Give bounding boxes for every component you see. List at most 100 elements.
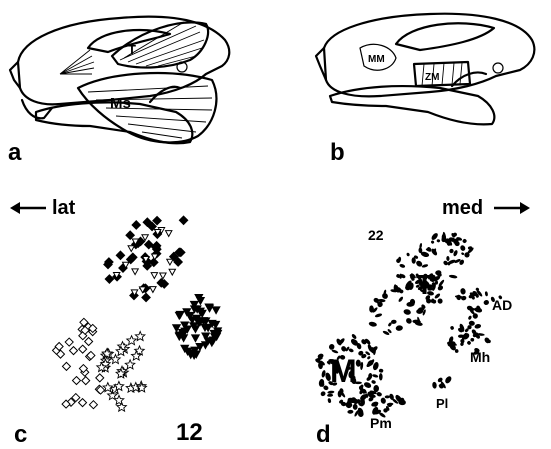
motoneuron-dot [449,248,455,254]
motoneuron-dot [327,390,334,394]
motoneuron-dot [473,313,478,318]
filled-diamond-marker [105,275,113,283]
panel-d: med 22 T AD M Mh Pl Pm d [314,197,530,448]
label-T: T [416,269,433,300]
filled-diamond-marker [142,293,150,301]
label-medial-masseter: MM [368,54,385,65]
motoneuron-dot [320,390,327,397]
motoneuron-dot [379,373,383,380]
motoneuron-dot [485,291,489,296]
label-Mh: Mh [470,349,490,365]
panel-letter-b: b [330,139,345,166]
motoneuron-dot [398,296,404,303]
open-triangle-marker [132,269,138,275]
motoneuron-dot [369,305,374,312]
motoneuron-dot [430,248,438,257]
motoneuron-dot [353,404,358,410]
motoneuron-dot [368,321,377,327]
open-triangle-marker [169,269,175,275]
motoneuron-dot [430,240,434,244]
motoneuron-dot [421,264,428,269]
motoneuron-dot [434,293,441,300]
motoneuron-dot [399,263,406,268]
open-diamond-marker [79,399,87,407]
panel-c: lat 12 c [10,197,222,448]
motoneuron-dot [327,394,333,397]
cluster-stars [97,332,147,412]
open-diamond-marker [70,347,78,355]
label-AD: AD [492,297,512,313]
motoneuron-dot [328,343,335,350]
filled-diamond-marker [179,216,187,224]
open-diamond-marker [79,345,87,353]
motoneuron-dot [340,345,347,352]
motoneuron-dot [406,252,410,256]
filled-diamond-marker [116,251,124,259]
label-Pm: Pm [370,415,392,431]
skull-drawing-b [316,14,534,125]
open-diamond-marker [72,377,80,385]
filled-diamond-marker [126,231,134,239]
motoneuron-dot [381,292,389,300]
label-zygomaticomandibularis: ZM [425,72,439,83]
open-diamond-marker [65,338,73,346]
star-marker [111,355,121,364]
open-triangle-marker [167,259,173,265]
direction-label-lat: lat [52,197,76,219]
motoneuron-dot [444,375,453,384]
label-Pl: Pl [436,396,448,411]
motoneuron-dot [351,333,357,340]
label-masseter: Ms [110,95,131,112]
motoneuron-dot [371,380,376,385]
motoneuron-dot [374,313,382,318]
motoneuron-dot [461,295,467,301]
open-diamond-marker [85,337,93,345]
label-M: M [330,353,357,389]
motoneuron-dot [436,239,440,243]
motoneuron-dot [449,274,458,279]
cluster-filled-triangles [173,294,222,359]
open-triangle-marker [151,273,157,279]
case-number-c: 12 [176,419,203,446]
filled-diamond-marker [132,221,140,229]
filled-triangle-marker [192,326,200,333]
open-diamond-marker [96,374,104,382]
scattered-motoneuron-dots [314,232,502,419]
motoneuron-dot [395,325,403,331]
motoneuron-dot [468,315,473,320]
filled-triangle-marker [192,335,200,342]
panel-letter-a: a [8,139,22,166]
motoneuron-dot [483,299,490,306]
motoneuron-dot [391,319,397,324]
open-triangle-marker [160,273,166,279]
filled-diamond-marker [153,216,161,224]
motoneuron-dot [437,298,443,304]
arrow-lateral [10,202,46,214]
arrow-medial [494,202,530,214]
open-triangle-marker [128,246,134,252]
panel-letter-d: d [316,421,331,448]
motoneuron-dot [405,317,413,325]
motoneuron-dot [446,256,449,261]
direction-label-med: med [442,197,483,219]
star-marker [127,336,137,345]
motoneuron-dot [474,306,483,313]
panel-b: MM ZM b [316,14,534,166]
open-diamond-marker [89,401,97,409]
motoneuron-dot [474,323,481,329]
motoneuron-dot [385,395,390,398]
motoneuron-dot [459,244,466,251]
motoneuron-dot [432,382,437,389]
motoneuron-dot [338,390,342,397]
motoneuron-dot [450,326,455,331]
case-number-d: 22 [368,227,384,243]
label-temporalis: T [128,42,136,57]
open-diamond-marker [62,362,70,370]
motoneuron-dot [327,398,331,403]
motoneuron-dot [363,381,372,389]
motoneuron-dot [378,368,383,373]
open-triangle-marker [150,287,156,293]
open-triangle-marker [166,231,172,237]
motoneuron-dot [341,402,346,406]
